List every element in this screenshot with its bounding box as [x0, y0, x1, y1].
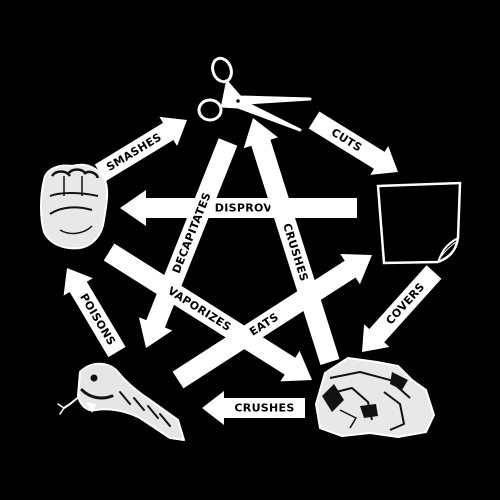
arrow-crushes-bottom: CRUSHES [202, 391, 305, 425]
rock-icon [315, 357, 435, 438]
arrow-label-poisons: POISONS [77, 291, 118, 347]
lizard-icon [57, 362, 185, 441]
arrow-shape-smashes [94, 116, 187, 182]
arrow-eats: EATS [172, 254, 372, 389]
arrow-shape-crushes-bottom [202, 391, 305, 425]
arrow-label-vaporizes: VAPORIZES [165, 284, 233, 334]
paper-icon [376, 181, 462, 265]
arrow-label-crushes-bottom: CRUSHES [234, 402, 294, 415]
arrow-shape-cuts [308, 111, 398, 175]
arrow-shape-disproves [120, 190, 357, 226]
arrow-disproves: DISPROVES [120, 190, 357, 226]
arrow-smashes: SMASHES [94, 116, 187, 182]
arrow-label-smashes: SMASHES [104, 131, 164, 174]
arrow-label-covers: COVERS [383, 280, 427, 327]
arrows-layer: SMASHES CUTS COVERS CRUSHES POISONS DISPROVES… [63, 111, 442, 425]
arrow-shape-poisons [63, 268, 126, 358]
arrow-label-disproves: DISPROVES [215, 202, 288, 215]
arrow-shape-vaporizes [103, 243, 312, 382]
arrow-shape-eats [172, 254, 372, 389]
fist-icon [40, 163, 109, 250]
arrow-cuts: CUTS [308, 111, 398, 175]
scissors-icon [197, 56, 312, 132]
arrow-label-crushes-inner: CRUSHES [280, 222, 310, 283]
arrow-shape-covers [362, 265, 442, 352]
arrow-covers: COVERS [362, 265, 442, 352]
arrow-poisons: POISONS [63, 268, 126, 358]
